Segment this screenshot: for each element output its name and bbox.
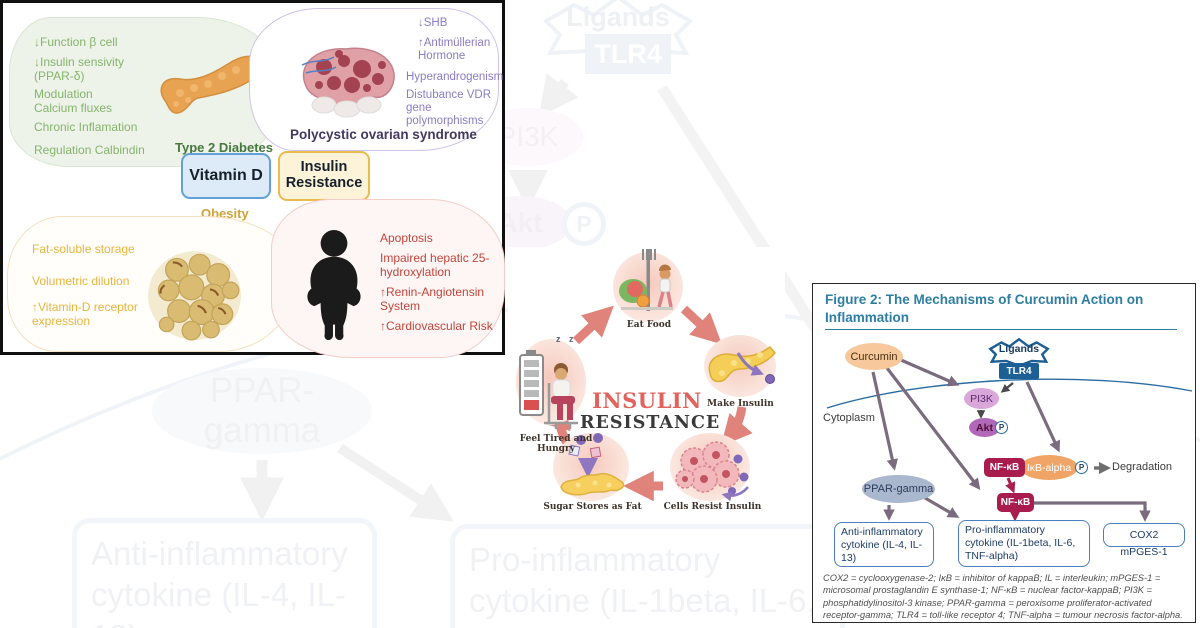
pancreas-icon bbox=[160, 55, 262, 114]
ghost-tlr4-node: TLR4 bbox=[585, 34, 671, 74]
ikb-phospho-badge: P bbox=[1075, 461, 1088, 474]
step-sugar-label: Sugar Stores as Fat bbox=[543, 502, 642, 512]
figure2-title: Figure 2: The Mechanisms of Curcumin Act… bbox=[825, 292, 1144, 325]
obese-person-icon bbox=[307, 229, 361, 341]
insulin-resistance-hub-box: Insulin Resistance bbox=[278, 151, 370, 201]
diabetes-item: Modulation Calcium fluxes bbox=[34, 87, 113, 115]
insulin-cycle-panel: Eat Food Make Insulin Cells Resist Insul… bbox=[508, 247, 785, 520]
degradation-label: Degradation bbox=[1112, 461, 1172, 473]
diabetes-label: Type 2 Diabetes bbox=[175, 140, 274, 155]
metabolic-item: ↑Cardiovascular Risk bbox=[380, 319, 493, 333]
vitamin-d-hub-box: Vitamin D bbox=[181, 153, 271, 199]
obesity-section: Fat-soluble storage Volumetric dilution … bbox=[7, 216, 295, 352]
diabetes-item: ↓Insulin sensivity (PPAR-δ) bbox=[34, 55, 125, 83]
ligands-label: Ligands bbox=[998, 343, 1040, 355]
obesity-item: Fat-soluble storage bbox=[32, 242, 135, 256]
cox2-mpges-box: COX2 mPGES-1 bbox=[1103, 523, 1185, 558]
ghost-phospho-badge: P bbox=[562, 202, 606, 246]
pcos-item: ↑Antimüllerian Hormone bbox=[418, 37, 491, 63]
cycle-title-line2: RESISTANCE bbox=[580, 413, 721, 433]
feel-tired-wrap: z z bbox=[516, 334, 586, 433]
metabolic-item: ↑Renin-Angiotensin System bbox=[380, 285, 485, 313]
pro-cytokine-box: Pro-inflammatory cytokine (IL-1beta, IL-… bbox=[958, 520, 1090, 567]
step-cells-label: Cells Resist Insulin bbox=[663, 502, 762, 512]
akt-phospho-badge: P bbox=[995, 421, 1008, 434]
figure2-arrows bbox=[826, 358, 1193, 522]
obesity-item: Volumetric dilution bbox=[32, 274, 130, 288]
pcos-section: ↓SHB ↑Antimüllerian Hormone Hyperandroge… bbox=[249, 8, 503, 151]
metabolic-item: Impaired hepatic 25-hydroxylation bbox=[380, 251, 490, 279]
ligands-star-icon bbox=[988, 337, 1050, 367]
pi3k-node: PI3K bbox=[964, 388, 999, 409]
sleep-zs: z z bbox=[556, 334, 577, 344]
pcos-label: Polycystic ovarian syndrome bbox=[290, 127, 477, 142]
vitamin-d-panel: ↓Function β cell ↓Insulin sensivity (PPA… bbox=[0, 0, 505, 358]
nfkb-node-2: NF-κB bbox=[997, 493, 1034, 512]
ovary-icon bbox=[301, 47, 395, 118]
cycle-title: INSULIN RESISTANCE bbox=[580, 388, 721, 433]
pcos-item: Distubance VDR gene polymorphisms bbox=[406, 89, 492, 128]
step-eat-label: Eat Food bbox=[626, 320, 672, 330]
tlr4-node: TLR4 bbox=[999, 363, 1039, 379]
eat-food-icon bbox=[619, 249, 673, 311]
pcos-item: Hyperandrogenism bbox=[406, 71, 504, 83]
fat-cells-icon bbox=[148, 251, 241, 341]
step-make-label: Make Insulin bbox=[707, 399, 774, 409]
make-insulin-icon bbox=[708, 345, 776, 384]
cells-resist-icon bbox=[675, 441, 749, 501]
obesity-item: ↑Vitamin-D receptor expression bbox=[32, 300, 138, 328]
diabetes-item: Chronic Inflamation bbox=[34, 120, 138, 134]
diabetes-item: ↓Function β cell bbox=[34, 35, 118, 49]
ghost-anti-cytokine-box: Anti-inflammatory cytokine (IL-4, IL-13) bbox=[72, 518, 377, 628]
cell-membrane-line bbox=[826, 378, 1193, 409]
cytoplasm-label: Cytoplasm bbox=[823, 412, 875, 424]
metabolic-section: Apoptosis Impaired hepatic 25-hydroxylat… bbox=[271, 199, 505, 358]
ikb-alpha-node: IκB-alpha bbox=[1020, 455, 1078, 480]
nfkb-node: NF-κB bbox=[984, 458, 1025, 477]
cycle-title-line1: INSULIN bbox=[592, 388, 702, 413]
ppar-gamma-node: PPAR-gamma bbox=[862, 475, 935, 503]
ghost-ligands-star-icon bbox=[542, 0, 694, 66]
ghost-ligands-label: Ligands bbox=[566, 2, 670, 32]
ghost-pro-cytokine-box: Pro-inflammatory cytokine (IL-1beta, IL-… bbox=[450, 524, 845, 628]
curcumin-node: Curcumin bbox=[845, 343, 903, 370]
type2-diabetes-section: ↓Function β cell ↓Insulin sensivity (PPA… bbox=[9, 17, 281, 167]
step-tired-label: Feel Tired and Hungry bbox=[519, 434, 593, 454]
diabetes-item: Regulation Calbindin bbox=[34, 143, 145, 157]
metabolic-item: Apoptosis bbox=[380, 231, 433, 245]
figure2-title-rule bbox=[825, 329, 1177, 330]
pcos-item: ↓SHB bbox=[418, 17, 448, 29]
akt-node: Akt bbox=[969, 418, 1000, 437]
sugar-fat-icon bbox=[560, 433, 625, 496]
figure2-panel: Figure 2: The Mechanisms of Curcumin Act… bbox=[812, 283, 1196, 623]
anti-cytokine-box: Anti-inflammatory cytokine (IL-4, IL-13) bbox=[834, 522, 934, 567]
ghost-ppar-node: PPAR-gamma bbox=[152, 368, 372, 454]
figure2-footnote: COX2 = cyclooxygenase-2; IκB = inhibitor… bbox=[823, 573, 1183, 620]
feel-tired-icon bbox=[519, 350, 578, 429]
